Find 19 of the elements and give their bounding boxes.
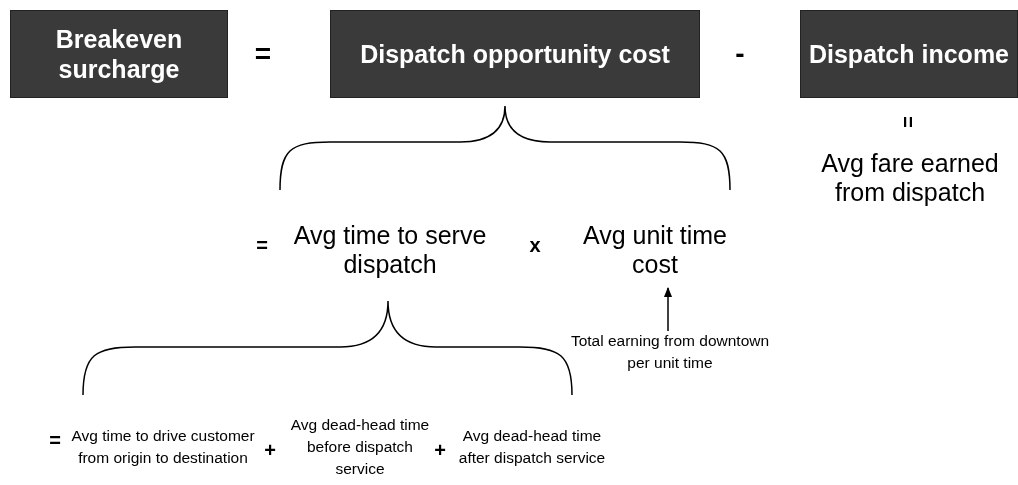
operator-sign: + (264, 440, 276, 460)
term-text: Avg time to serve dispatch (285, 214, 495, 286)
term-text: Avg dead-head time before dispatch service (284, 412, 436, 482)
term-box: Dispatch income (800, 10, 1018, 98)
operator-sign: + (434, 440, 446, 460)
arrow (663, 286, 673, 332)
operator-sign: = (898, 116, 918, 128)
operator-sign: - (735, 40, 745, 68)
term-box: Dispatch opportunity cost (330, 10, 700, 98)
operator-sign: x (529, 235, 541, 255)
term-text: Avg time to drive customer from origin to destination (68, 412, 258, 482)
term-text: Avg dead-head time after dispatch service (452, 412, 612, 482)
operator-sign: = (254, 40, 272, 68)
term-text: Avg fare earned from dispatch (820, 136, 1000, 220)
operator-sign: = (49, 430, 61, 450)
term-box: Breakeven surcharge (10, 10, 228, 98)
operator-sign: = (256, 235, 268, 255)
term-text: Avg unit time cost (575, 214, 735, 286)
term-text: Total earning from downtown per unit time (570, 331, 770, 373)
